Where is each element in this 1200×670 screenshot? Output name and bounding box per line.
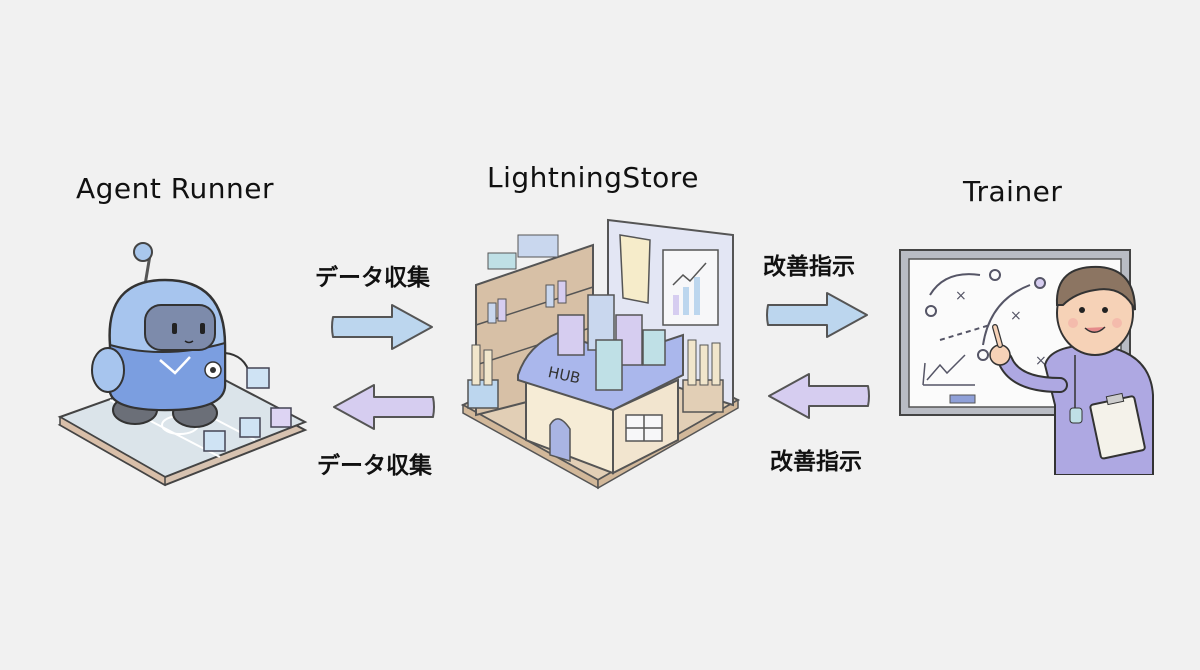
agent-runner-title: Agent Runner <box>76 172 274 205</box>
data-cube <box>239 417 261 438</box>
lightning-store-hub-illustration: HUB <box>460 218 741 490</box>
flow-label-runner-to-store: データ収集 <box>315 265 430 291</box>
svg-text:×: × <box>955 288 967 304</box>
arrow-right-store-to-trainer <box>766 292 868 338</box>
trainer-title: Trainer <box>963 175 1063 208</box>
data-cube <box>203 430 226 452</box>
arrow-left-trainer-to-store <box>768 373 870 419</box>
trainer-coach-illustration: × × × <box>899 249 1154 475</box>
svg-text:×: × <box>1010 308 1022 324</box>
flow-label-store-to-trainer: 改善指示 <box>763 254 855 280</box>
flow-label-store-to-runner: データ収集 <box>317 453 432 479</box>
arrow-left-store-to-runner <box>333 384 435 430</box>
flow-label-trainer-to-store: 改善指示 <box>770 449 862 475</box>
svg-text:×: × <box>1035 353 1047 369</box>
chart-poster <box>662 249 719 326</box>
lightning-store-title: LightningStore <box>487 161 699 194</box>
arrow-right-runner-to-store <box>331 304 433 350</box>
data-cube <box>246 367 270 389</box>
data-cube <box>270 407 292 428</box>
agent-runner-robot-illustration <box>57 242 308 487</box>
